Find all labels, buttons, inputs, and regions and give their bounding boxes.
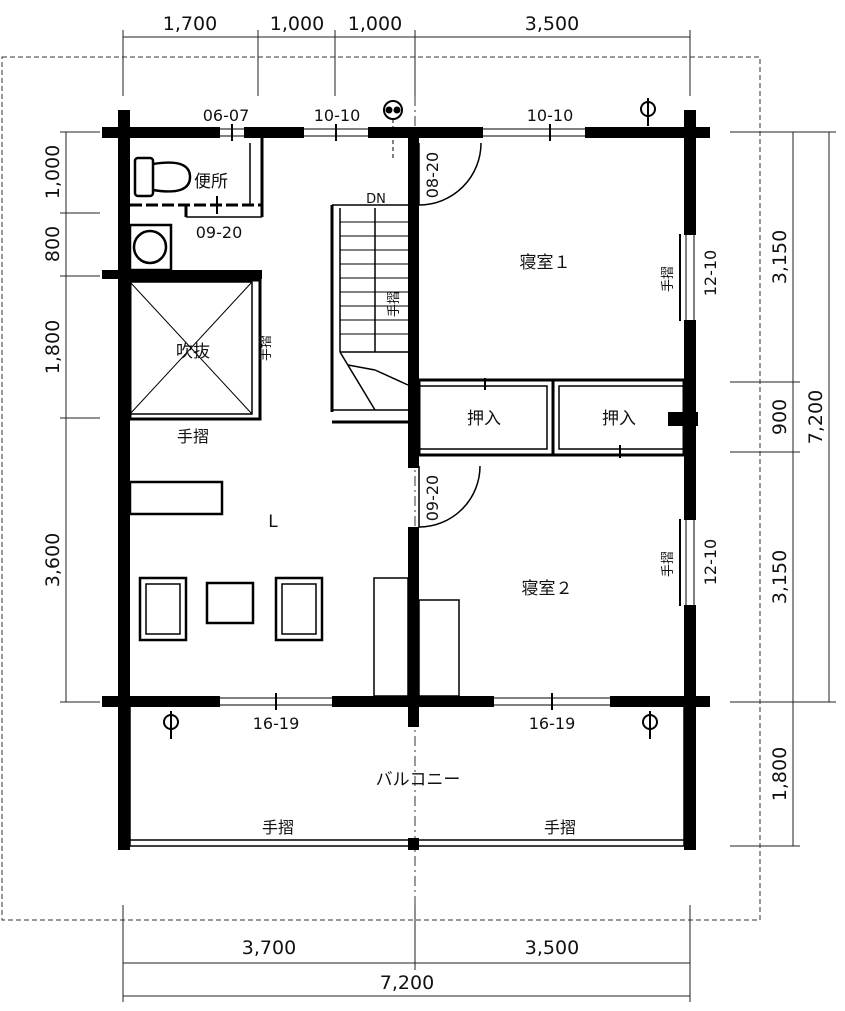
- window-label-bottom-left: 16-19: [253, 714, 300, 733]
- handrail-label-atrium-side: 手摺: [259, 335, 274, 361]
- left-dim-1: 1,000: [42, 145, 64, 199]
- water-heater-icon: [128, 223, 173, 272]
- right-dimension-lines: [730, 131, 836, 847]
- room-label-living: L: [268, 512, 278, 532]
- bottom-dim-total: 7,200: [380, 972, 434, 994]
- staircase: [330, 204, 409, 424]
- living-furniture: [128, 480, 409, 697]
- handrail-label-bedroom1: 手摺: [661, 266, 676, 292]
- window-label-w2: 10-10: [314, 106, 361, 125]
- right-dim-1: 3,150: [769, 230, 791, 284]
- left-dimension-lines: [60, 131, 100, 703]
- window-bottom-right: [494, 693, 610, 710]
- bottom-dim-1: 3,700: [242, 937, 296, 959]
- window-bedroom1-side: [679, 234, 695, 321]
- walls: [102, 110, 710, 850]
- top-dim-2: 1,000: [270, 13, 324, 35]
- toilet-icon: [133, 156, 192, 198]
- room-label-atrium: 吹抜: [176, 342, 210, 362]
- atrium-void: [128, 278, 262, 421]
- room-label-toilet: 便所: [194, 172, 228, 192]
- door-label-bedroom2: 09-20: [423, 475, 442, 522]
- handrail-label-bedroom2: 手摺: [661, 551, 676, 577]
- bedroom2-door: [418, 465, 481, 528]
- bottom-dimension-lines: [122, 905, 691, 1002]
- handrail-label-balcony-right: 手摺: [544, 818, 576, 837]
- room-label-bedroom1: 寝室１: [520, 252, 571, 273]
- balcony: [123, 707, 691, 847]
- bedroom2-wardrobe: [418, 599, 460, 697]
- handrail-label-balcony-left: 手摺: [262, 818, 294, 837]
- bedroom1-door: [418, 142, 482, 206]
- door-label-bedroom1: 08-20: [423, 152, 442, 199]
- top-dim-4: 3,500: [525, 13, 579, 35]
- vent-icon: [163, 711, 179, 739]
- handrail-label-stair: 手摺: [387, 291, 402, 317]
- window-label-w1: 06-07: [203, 106, 250, 125]
- room-label-closet1: 押入: [467, 409, 501, 429]
- toilet-area: [130, 138, 264, 218]
- window-label-bedroom1: 12-10: [701, 250, 720, 297]
- fan-icon: [383, 100, 403, 160]
- right-dim-3: 3,150: [769, 550, 791, 604]
- left-dim-4: 3,600: [42, 533, 64, 587]
- vent-icon: [640, 98, 656, 126]
- door-label-toilet: 09-20: [196, 223, 243, 242]
- window-label-bottom-right: 16-19: [529, 714, 576, 733]
- bottom-dim-2: 3,500: [525, 937, 579, 959]
- window-bottom-left: [220, 693, 332, 710]
- left-dim-3: 1,800: [42, 320, 64, 374]
- window-top-w1: [220, 124, 244, 141]
- window-label-bedroom2: 12-10: [701, 539, 720, 586]
- right-dim-2: 900: [769, 399, 791, 435]
- right-dim-total: 7,200: [805, 390, 827, 444]
- top-dim-3: 1,000: [348, 13, 402, 35]
- top-dim-1: 1,700: [163, 13, 217, 35]
- room-label-closet2: 押入: [602, 409, 636, 429]
- left-dim-2: 800: [42, 226, 64, 262]
- handrail-label-atrium-bottom: 手摺: [177, 427, 209, 446]
- closets: [417, 378, 686, 458]
- window-bedroom2-side: [679, 519, 695, 606]
- vent-icon: [642, 711, 658, 739]
- right-dim-4: 1,800: [769, 747, 791, 801]
- room-label-balcony: バルコニー: [376, 770, 461, 790]
- window-label-w3: 10-10: [527, 106, 574, 125]
- roof-outline: [1, 56, 761, 921]
- window-top-w3: [483, 124, 585, 141]
- stair-direction-label: DN: [366, 192, 386, 207]
- top-dimension-lines: [122, 30, 691, 96]
- window-top-w2: [304, 124, 368, 141]
- room-label-bedroom2: 寝室２: [522, 578, 573, 599]
